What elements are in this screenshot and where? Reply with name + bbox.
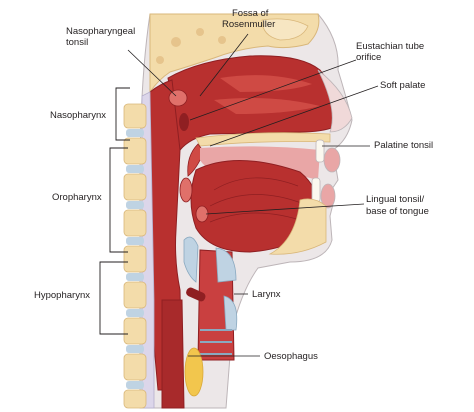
intervertebral-disc [126,345,144,353]
tongue-muscle-fibers [209,212,307,223]
mandible [268,198,327,255]
tongue-muscle-fibers [213,177,299,191]
palatine-tonsil-label: Palatine tonsil [374,140,433,151]
vertebra [123,353,147,381]
nasopharyngeal-tonsil-label-line1: Nasopharyngeal [66,26,135,37]
hypopharynx-bracket [99,261,128,335]
intervertebral-disc [126,165,144,173]
lip [323,147,341,173]
oropharynx-bracket [109,147,128,253]
epiglottis [183,236,199,283]
fossa-label-line1: Fossa of [232,8,269,19]
oesophagus [161,299,185,409]
intervertebral-discs [126,129,144,389]
lower-incisor [311,177,321,203]
lingual-tonsil-label-line1: Lingual tonsil/ [366,194,424,205]
intervertebral-disc [126,237,144,245]
eustachian-label-line2: orifice [356,52,381,63]
sphenoid-sinus [261,18,309,41]
intervertebral-disc [126,201,144,209]
intervertebral-disc [126,309,144,317]
lip [320,183,336,209]
nasopharynx-bracket [115,87,130,141]
thyroid-cartilage [215,247,237,283]
skull-base-texture [218,36,226,44]
vertebrae [123,103,147,409]
nasopharynx-label: Nasopharynx [50,110,106,121]
fossa-label-line2: Rosenmuller [222,19,275,30]
hard-palate [195,132,331,147]
vocal-fold [186,287,206,302]
vertebra [123,137,147,165]
cricoid-cartilage [223,295,238,331]
vertebra [123,103,147,129]
fossa-leader [199,33,249,97]
upper-incisor [315,139,325,163]
intervertebral-disc [126,129,144,137]
larynx-label: Larynx [252,289,281,300]
vertebra [123,281,147,309]
oesophagus-label: Oesophagus [264,351,318,362]
oropharynx-label: Oropharynx [52,192,102,203]
skull-base-texture [196,28,204,36]
skull-base-texture [171,37,181,47]
lingual-tonsil-leader [205,203,365,215]
trachea-rings [200,329,232,355]
vertebra [123,209,147,237]
lingual-tonsil-label-line2: base of tongue [366,206,429,217]
vertebra [123,389,147,409]
eustachian-label-line1: Eustachian tube [356,41,424,52]
hypopharynx-label: Hypopharynx [34,290,90,301]
nasal-turbinate [220,75,312,92]
soft-palate-leader [209,85,379,147]
skull-base-texture [156,56,164,64]
eustachian-tube-orifice [179,113,189,131]
palatine-tonsil [179,177,193,203]
vertebra [123,245,147,273]
vertebra [123,173,147,201]
nasopharyngeal-tonsil-leader [127,49,177,97]
intervertebral-disc [126,273,144,281]
intervertebral-disc [126,381,144,389]
tongue-muscle-fibers [209,194,305,207]
vertebra [123,317,147,345]
soft-palate-label: Soft palate [380,80,425,91]
nasopharyngeal-tonsil-label-line2: tonsil [66,37,88,48]
eustachian-leader [189,59,357,121]
thyroid-gland [184,347,204,397]
